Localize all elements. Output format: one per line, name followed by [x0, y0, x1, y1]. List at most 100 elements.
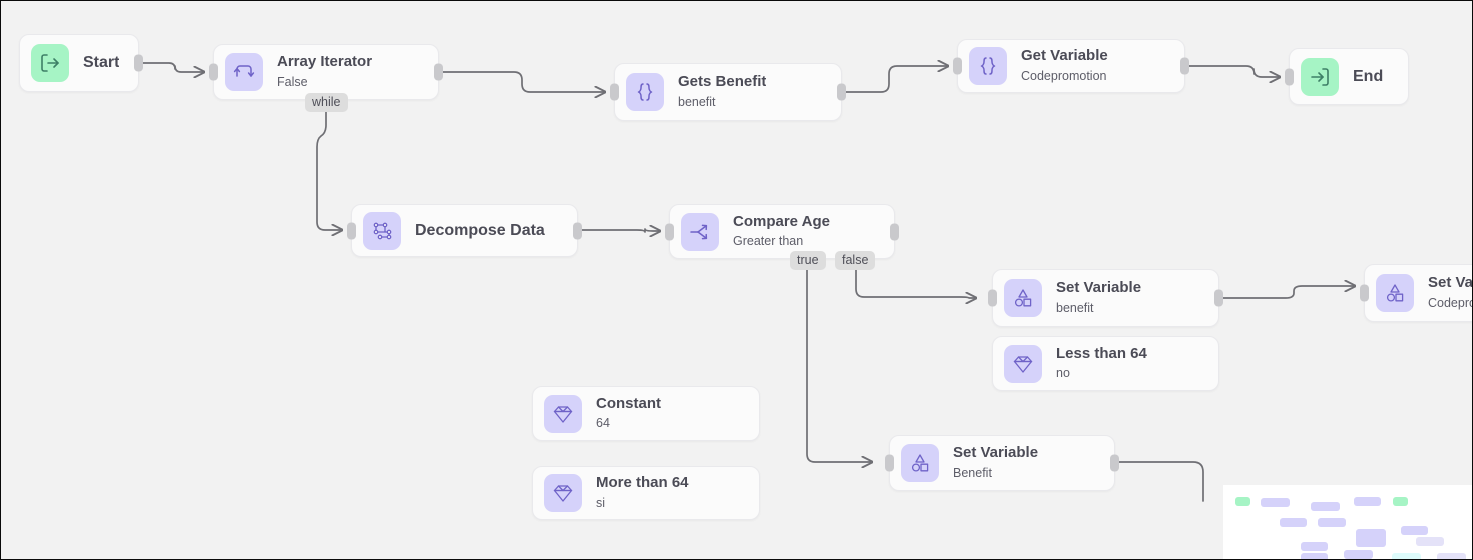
vertical-scrollbar[interactable]: [1468, 1, 1472, 559]
set-variable-codepromotion-node-title: Set Va: [1428, 274, 1472, 292]
decompose-data-output-port[interactable]: [573, 222, 582, 239]
get-variable-input-port[interactable]: [953, 57, 962, 75]
minimap-node: [1392, 553, 1421, 559]
minimap-node: [1318, 518, 1346, 527]
set-variable-benefit-lower-node-title: Set Variable: [953, 444, 1039, 462]
decompose-data-node-text: Decompose Data: [415, 221, 545, 241]
gets-benefit-node[interactable]: Gets Benefit benefit: [610, 63, 846, 121]
compare-age-input-port[interactable]: [665, 223, 674, 240]
shapes-icon: [1004, 279, 1042, 317]
minimap-node: [1437, 553, 1466, 559]
edge-set-variable-lower-outgoing: [1116, 461, 1204, 502]
compare-age-output-port[interactable]: [890, 223, 899, 240]
compare-age-node[interactable]: Compare Age Greater than: [665, 204, 899, 259]
constant-node[interactable]: Constant 64: [532, 386, 760, 441]
edge-true-to-set-variable-benefit-lower: [806, 268, 872, 462]
get-variable-node-text: Get Variable Codepromotion: [1021, 47, 1108, 85]
minimap-node: [1301, 553, 1328, 559]
canvas-minimap[interactable]: [1223, 485, 1472, 559]
array-iterator-node-subtitle: False: [277, 74, 308, 89]
minimap-node: [1354, 497, 1381, 506]
set-variable-benefit-lower-node[interactable]: Set Variable Benefit: [885, 435, 1119, 491]
gets-benefit-node-subtitle: benefit: [678, 94, 716, 109]
edge-gets-benefit-to-get-variable: [843, 66, 948, 93]
end-input-port[interactable]: [1285, 68, 1294, 85]
more-than-64-node-subtitle: si: [596, 495, 606, 510]
get-variable-node-title: Get Variable: [1021, 47, 1108, 65]
start-node[interactable]: Start: [19, 34, 143, 92]
minimap-node: [1344, 550, 1373, 559]
set-variable-codepromotion-node[interactable]: Set Va Codepro: [1360, 264, 1472, 322]
minimap-node: [1235, 497, 1250, 506]
minimap-node: [1393, 497, 1408, 506]
minimap-node: [1301, 542, 1328, 551]
set-variable-benefit-lower-output-port[interactable]: [1110, 454, 1119, 472]
array-iterator-input-port[interactable]: [209, 63, 218, 81]
curly-braces-icon: [626, 73, 664, 111]
less-than-64-node-text: Less than 64 no: [1056, 345, 1147, 383]
end-arrow-icon: [1301, 57, 1339, 96]
minimap-node: [1356, 529, 1386, 547]
get-variable-node[interactable]: Get Variable Codepromotion: [953, 39, 1189, 93]
branch-split-icon: [681, 212, 719, 251]
set-variable-benefit-lower-input-port[interactable]: [885, 454, 894, 472]
gets-benefit-input-port[interactable]: [610, 83, 619, 101]
get-variable-output-port[interactable]: [1180, 57, 1189, 75]
curly-braces-icon: [969, 47, 1007, 85]
false-branch-label[interactable]: false: [835, 251, 876, 271]
set-variable-benefit-output-port[interactable]: [1214, 289, 1223, 307]
less-than-64-node[interactable]: Less than 64 no: [992, 336, 1219, 391]
shapes-icon: [901, 444, 939, 482]
while-branch-label[interactable]: while: [305, 93, 348, 113]
edge-false-to-set-variable-benefit: [855, 268, 976, 298]
gets-benefit-output-port[interactable]: [837, 83, 846, 101]
loop-arrows-icon: [225, 53, 263, 91]
start-arrow-icon: [31, 44, 69, 82]
minimap-node: [1311, 502, 1340, 511]
array-iterator-node-text: Array Iterator False: [277, 53, 372, 91]
set-variable-codepromotion-input-port[interactable]: [1360, 284, 1369, 302]
gets-benefit-node-title: Gets Benefit: [678, 73, 767, 91]
decompose-data-input-port[interactable]: [347, 222, 356, 239]
gem-icon: [1004, 344, 1042, 383]
set-variable-codepromotion-node-subtitle: Codepro: [1428, 295, 1472, 310]
set-variable-benefit-node-title: Set Variable: [1056, 279, 1142, 297]
constant-node-title: Constant: [596, 394, 661, 412]
get-variable-node-subtitle: Codepromotion: [1021, 68, 1107, 83]
set-variable-benefit-node[interactable]: Set Variable benefit: [988, 269, 1223, 327]
edge-set-variable-to-set-variable-codepromotion: [1220, 286, 1355, 299]
edge-get-variable-to-end: [1186, 65, 1280, 77]
array-iterator-node[interactable]: Array Iterator False: [209, 44, 443, 100]
more-than-64-node[interactable]: More than 64 si: [532, 466, 760, 520]
less-than-64-node-title: Less than 64: [1056, 344, 1147, 362]
true-branch-label[interactable]: true: [790, 251, 826, 271]
start-node-text: Start: [83, 53, 119, 73]
end-node[interactable]: End: [1285, 48, 1409, 105]
array-iterator-output-port[interactable]: [434, 63, 443, 81]
compare-age-node-text: Compare Age Greater than: [733, 213, 830, 251]
decompose-data-node[interactable]: Decompose Data: [347, 204, 582, 257]
graph-nodes-icon: [363, 211, 401, 250]
constant-node-subtitle: 64: [596, 416, 610, 431]
end-node-text: End: [1353, 67, 1383, 87]
compare-age-node-subtitle: Greater than: [733, 234, 804, 249]
less-than-64-node-subtitle: no: [1056, 366, 1070, 381]
edge-decompose-data-to-compare-age: [579, 229, 660, 232]
minimap-node: [1401, 526, 1428, 535]
end-node-title: End: [1353, 67, 1384, 85]
minimap-node: [1280, 518, 1307, 527]
minimap-node: [1261, 498, 1290, 507]
decompose-data-node-title: Decompose Data: [415, 221, 545, 239]
shapes-icon: [1376, 274, 1414, 312]
gets-benefit-node-text: Gets Benefit benefit: [678, 73, 766, 111]
edge-while-to-decompose-data: [316, 110, 342, 230]
minimap-node: [1416, 537, 1444, 546]
set-variable-benefit-input-port[interactable]: [988, 289, 997, 307]
set-variable-benefit-node-subtitle: benefit: [1056, 300, 1094, 315]
start-output-port[interactable]: [134, 54, 143, 72]
start-node-title: Start: [83, 54, 120, 71]
set-variable-codepromotion-node-text: Set Va Codepro: [1428, 274, 1472, 312]
set-variable-benefit-lower-node-text: Set Variable Benefit: [953, 444, 1038, 482]
